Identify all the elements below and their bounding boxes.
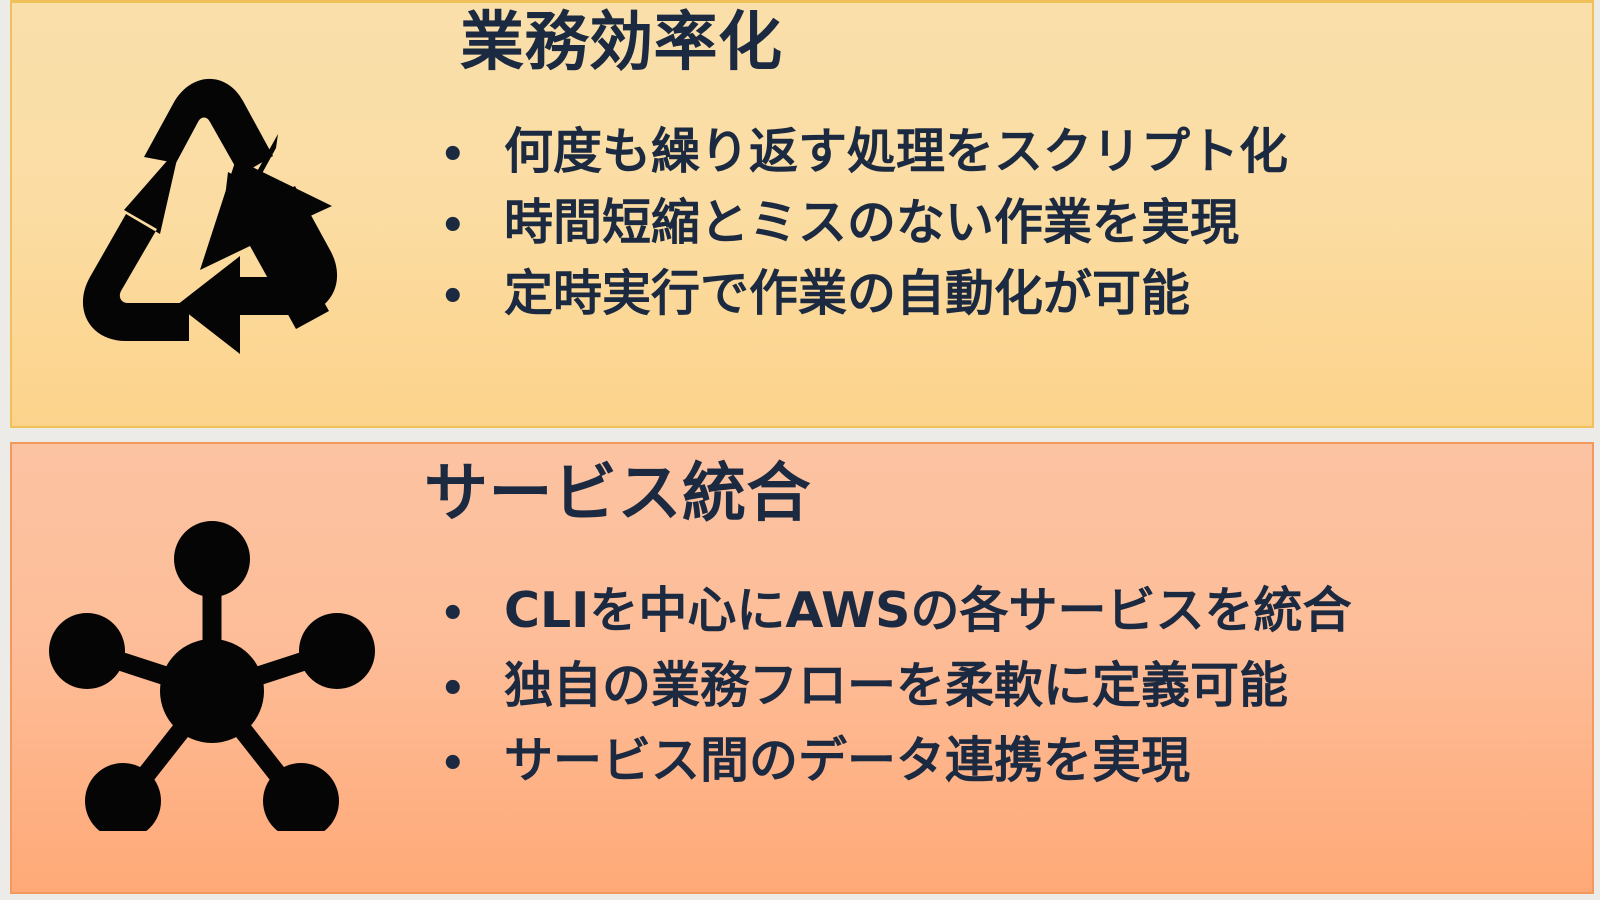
bullet-text: 定時実行で作業の自動化が可能 (504, 265, 1191, 323)
panel-efficiency-bullets: • 何度も繰り返す処理をスクリプト化 • 時間短縮とミスのない作業を実現 • 定… (412, 118, 1592, 331)
panel-efficiency-title: 業務効率化 (460, 6, 783, 80)
bullet-item: • 何度も繰り返す処理をスクリプト化 (412, 118, 1592, 189)
panel-efficiency-text: 業務効率化 • 何度も繰り返す処理をスクリプト化 • 時間短縮とミスのない作業を… (412, 3, 1592, 426)
bullet-item: • CLIを中心にAWSの各サービスを統合 (412, 575, 1592, 650)
bullet-marker: • (440, 741, 466, 788)
bullet-item: • サービス間のデータ連携を実現 (412, 725, 1592, 800)
bullet-text: サービス間のデータ連携を実現 (504, 732, 1191, 790)
bullet-item: • 時間短縮とミスのない作業を実現 (412, 189, 1592, 260)
bullet-item: • 定時実行で作業の自動化が可能 (412, 260, 1592, 331)
panel-integration-title: サービス統合 (424, 457, 811, 531)
panel-integration-bullets: • CLIを中心にAWSの各サービスを統合 • 独自の業務フローを柔軟に定義可能… (412, 575, 1592, 800)
recycle-arrows-icon (12, 3, 412, 426)
bullet-text: CLIを中心にAWSの各サービスを統合 (504, 582, 1352, 640)
network-hub-icon (12, 444, 412, 892)
bullet-text: 何度も繰り返す処理をスクリプト化 (504, 123, 1289, 181)
bullet-marker: • (440, 666, 466, 713)
panel-integration: サービス統合 • CLIを中心にAWSの各サービスを統合 • 独自の業務フローを… (10, 442, 1594, 894)
bullet-text: 独自の業務フローを柔軟に定義可能 (504, 657, 1289, 715)
bullet-marker: • (440, 203, 466, 250)
bullet-text: 時間短縮とミスのない作業を実現 (504, 194, 1240, 252)
bullet-marker: • (440, 274, 466, 321)
bullet-item: • 独自の業務フローを柔軟に定義可能 (412, 650, 1592, 725)
panel-efficiency: 業務効率化 • 何度も繰り返す処理をスクリプト化 • 時間短縮とミスのない作業を… (10, 0, 1594, 428)
bullet-marker: • (440, 132, 466, 179)
bullet-marker: • (440, 591, 466, 638)
panel-integration-text: サービス統合 • CLIを中心にAWSの各サービスを統合 • 独自の業務フローを… (412, 444, 1592, 892)
